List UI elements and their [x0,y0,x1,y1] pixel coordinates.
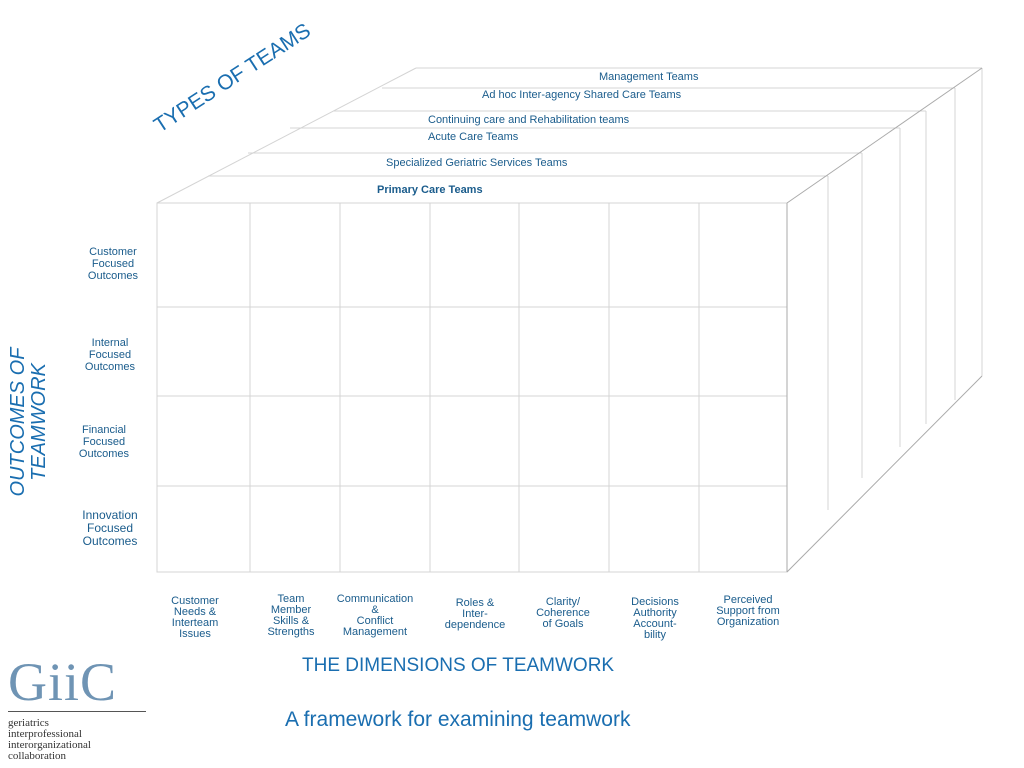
team-type-specialized-geriatric: Specialized Geriatric Services Teams [386,157,568,169]
outcome-label-internal: Internal Focused Outcomes [84,337,136,373]
outcome-label-customer: Customer Focused Outcomes [87,246,139,282]
team-type-continuing-care: Continuing care and Rehabilitation teams [428,114,630,126]
dimension-label-communication: Communication & Conflict Management [336,593,414,638]
team-type-primary-care: Primary Care Teams [377,184,483,196]
side-layers [827,68,983,510]
giic-logo: GiiC geriatrics interprofessional intero… [8,655,146,762]
top-left-edge [156,67,417,204]
outcomes-of-teamwork-title: OUTCOMES OF TEAMWORK [7,347,50,497]
logo-divider [8,711,146,712]
dimension-label-roles: Roles & Inter- dependence [444,597,506,631]
outer-edges [786,67,983,573]
logo-wordmark: GiiC [8,652,118,712]
front-face-border [156,202,788,573]
team-type-management: Management Teams [599,71,699,83]
front-face-grid [156,202,788,573]
dimension-label-team-member-skills: Team Member Skills & Strengths [267,593,315,638]
dimension-label-customer-needs: Customer Needs & Interteam Issues [171,595,219,640]
front-right-top-diagonal [786,67,983,204]
team-type-acute-care: Acute Care Teams [428,131,519,143]
outcome-label-innovation: Innovation Focused Outcomes [82,508,138,548]
outcome-label-financial: Financial Focused Outcomes [78,424,130,460]
bottom-right-diagonal [786,375,983,573]
dimension-label-decisions: Decisions Authority Account- bility [631,596,679,641]
dimension-label-clarity-goals: Clarity/ Coherence of Goals [536,596,590,630]
dimensions-of-teamwork-title: THE DIMENSIONS OF TEAMWORK [302,655,615,676]
top-layers [156,67,982,204]
framework-subtitle: A framework for examining teamwork [285,708,631,731]
logo-subtitle: geriatrics interprofessional interorgani… [8,717,91,762]
team-type-ad-hoc: Ad hoc Inter-agency Shared Care Teams [482,89,682,101]
dimension-label-perceived-support: Perceived Support from Organization [716,594,780,628]
